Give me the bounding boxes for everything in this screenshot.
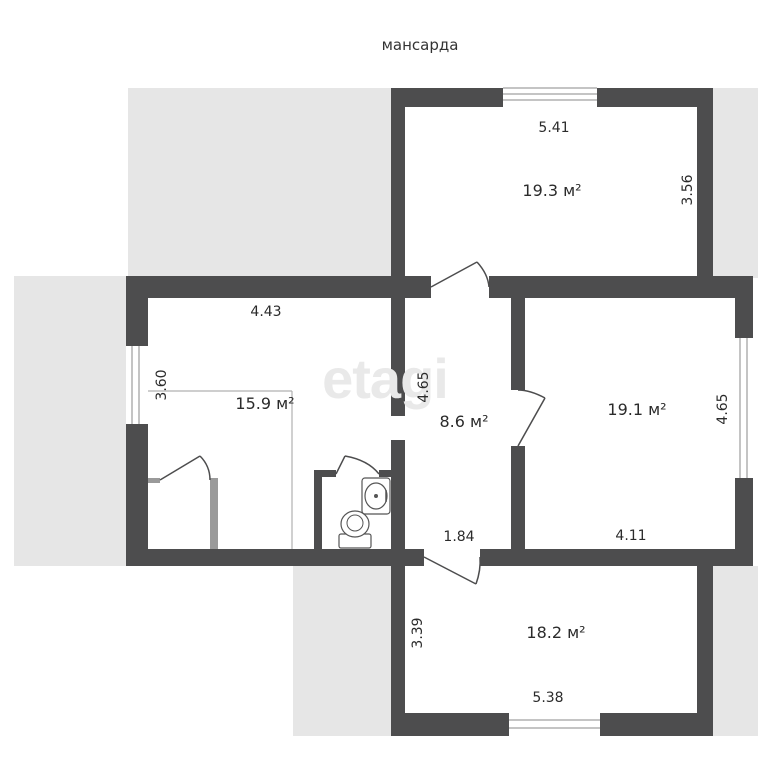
wall [126,549,424,566]
wall [391,549,405,736]
bottom-room-height: 3.39 [410,617,426,648]
partitions [148,390,293,549]
corridor-width: 1.84 [443,529,474,545]
floor-title: мансарда [382,36,459,54]
door-bottom-room [423,556,481,585]
wardrobe-wall [210,478,218,549]
watermark: etagi [322,347,448,410]
window-right [735,338,753,478]
wall [480,549,753,566]
door-right-room [517,389,546,447]
bathroom-fixtures [338,477,391,549]
corridor-height: 4.65 [416,371,432,402]
wall [379,470,393,477]
wall [489,276,753,298]
wall [391,713,509,736]
left-room-height: 3.60 [154,369,170,400]
terrace-areas [14,88,758,736]
top-room-area: 19.3 м² [522,181,581,200]
wall [735,478,753,566]
doors [159,261,546,585]
wall [600,713,713,736]
wall [126,276,148,346]
bottom-room-area: 18.2 м² [526,623,585,642]
wall [697,549,713,736]
door-wardrobe [159,455,211,481]
wall [511,446,525,566]
wall [314,470,336,477]
wall [391,88,503,107]
windows [126,87,753,736]
walls [126,88,753,736]
wall [391,88,405,288]
toilet-icon [338,510,372,549]
wall [697,88,713,288]
window-top [503,87,597,107]
terrace-left [14,276,128,566]
door-bathroom [335,455,380,475]
wardrobe-wall [148,478,160,483]
right-room-height: 4.65 [715,393,731,424]
terrace-top-left [128,88,391,278]
left-room-width: 4.43 [250,304,281,320]
wall [735,276,753,338]
wall [126,276,431,298]
wall [391,440,405,566]
left-room-area: 15.9 м² [235,394,294,413]
terrace-bottom-left [293,566,391,736]
window-bottom [509,713,600,736]
terrace-right-bottom [713,566,758,736]
wall [126,424,148,566]
right-room-width: 4.11 [615,528,646,544]
top-room-width: 5.41 [538,120,569,136]
window-left [126,346,148,424]
terrace-right-top [713,88,758,278]
wall [511,276,525,390]
corridor-area: 8.6 м² [439,412,488,431]
door-top-room [430,261,490,288]
wall [314,470,322,550]
wall [597,88,713,107]
top-room-height: 3.56 [680,174,696,205]
bottom-room-width: 5.38 [532,690,563,706]
right-room-area: 19.1 м² [607,400,666,419]
wall [391,276,405,416]
sink-icon [361,477,391,515]
